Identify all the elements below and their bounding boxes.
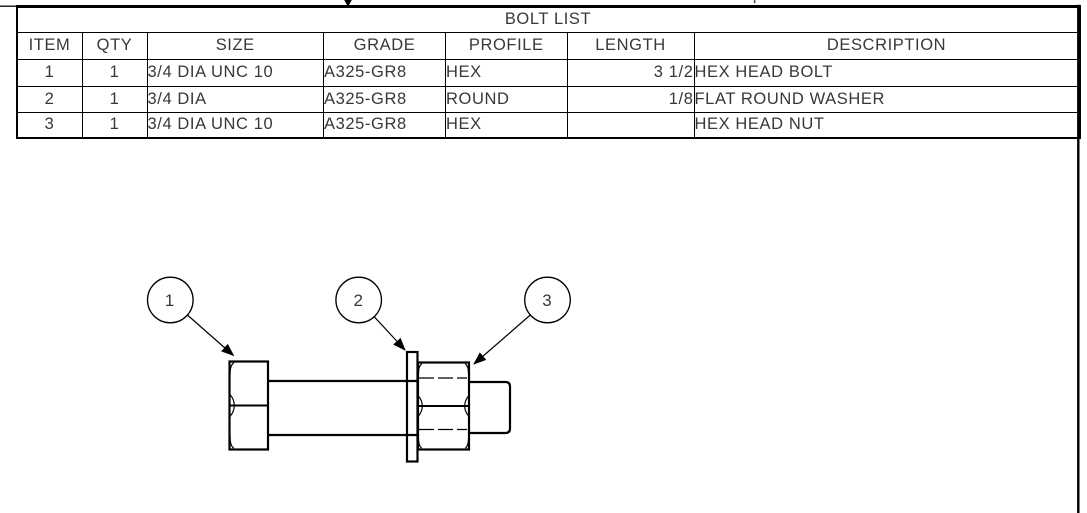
cell-item: 2 xyxy=(16,85,83,113)
balloon-1: 1 xyxy=(146,276,235,357)
cell-length xyxy=(566,111,695,139)
cutoff-leader-arrow-icon xyxy=(344,0,352,7)
col-header-qty: QTY xyxy=(81,31,148,60)
balloon-3-leader xyxy=(473,314,531,365)
table-row: 3 1 3/4 DIA UNC 10 A325-GR8 HEX HEX HEAD… xyxy=(16,111,1081,139)
flat-round-washer xyxy=(405,350,419,463)
cell-qty: 1 xyxy=(81,111,148,139)
cell-length: 1/8 xyxy=(566,85,695,113)
balloon-3: 3 xyxy=(473,276,571,365)
balloon-3-label: 3 xyxy=(542,291,551,310)
col-header-description: DESCRIPTION xyxy=(693,31,1081,60)
hex-nut xyxy=(416,361,471,451)
balloon-2-leader xyxy=(373,316,406,351)
cell-size: 3/4 DIA xyxy=(146,85,324,113)
balloon-3-circle xyxy=(524,276,571,324)
cell-length: 3 1/2 xyxy=(566,58,695,87)
balloon-1-leader xyxy=(187,314,235,357)
table-row: 2 1 3/4 DIA A325-GR8 ROUND 1/8 FLAT ROUN… xyxy=(16,85,1081,113)
balloon-2: 2 xyxy=(335,276,406,351)
balloon-1-label: 1 xyxy=(165,291,174,310)
bolt-threaded-end xyxy=(469,380,512,435)
cell-item: 1 xyxy=(16,58,83,87)
bolt-shank xyxy=(268,379,419,437)
cell-profile: HEX xyxy=(445,111,568,139)
balloon-1-circle xyxy=(146,276,194,324)
cell-qty: 1 xyxy=(81,85,148,113)
col-header-profile: PROFILE xyxy=(445,31,568,60)
cell-grade: A325-GR8 xyxy=(323,58,446,87)
cell-description: HEX HEAD NUT xyxy=(693,111,1081,139)
bolt-list-table: BOLT LIST ITEM QTY SIZE GRADE PROFILE LE… xyxy=(15,4,1081,139)
cell-grade: A325-GR8 xyxy=(323,85,446,113)
cell-qty: 1 xyxy=(81,58,148,87)
col-header-item: ITEM xyxy=(16,31,83,60)
cell-description: FLAT ROUND WASHER xyxy=(693,85,1081,113)
cell-profile: HEX xyxy=(445,58,568,87)
col-header-length: LENGTH xyxy=(566,31,695,60)
balloon-2-circle xyxy=(335,276,383,324)
cell-item: 3 xyxy=(16,111,83,139)
cell-grade: A325-GR8 xyxy=(323,111,446,139)
bolt-head xyxy=(228,360,270,451)
balloon-2-label: 2 xyxy=(353,291,362,310)
cutoff-tick-mark xyxy=(753,0,756,4)
